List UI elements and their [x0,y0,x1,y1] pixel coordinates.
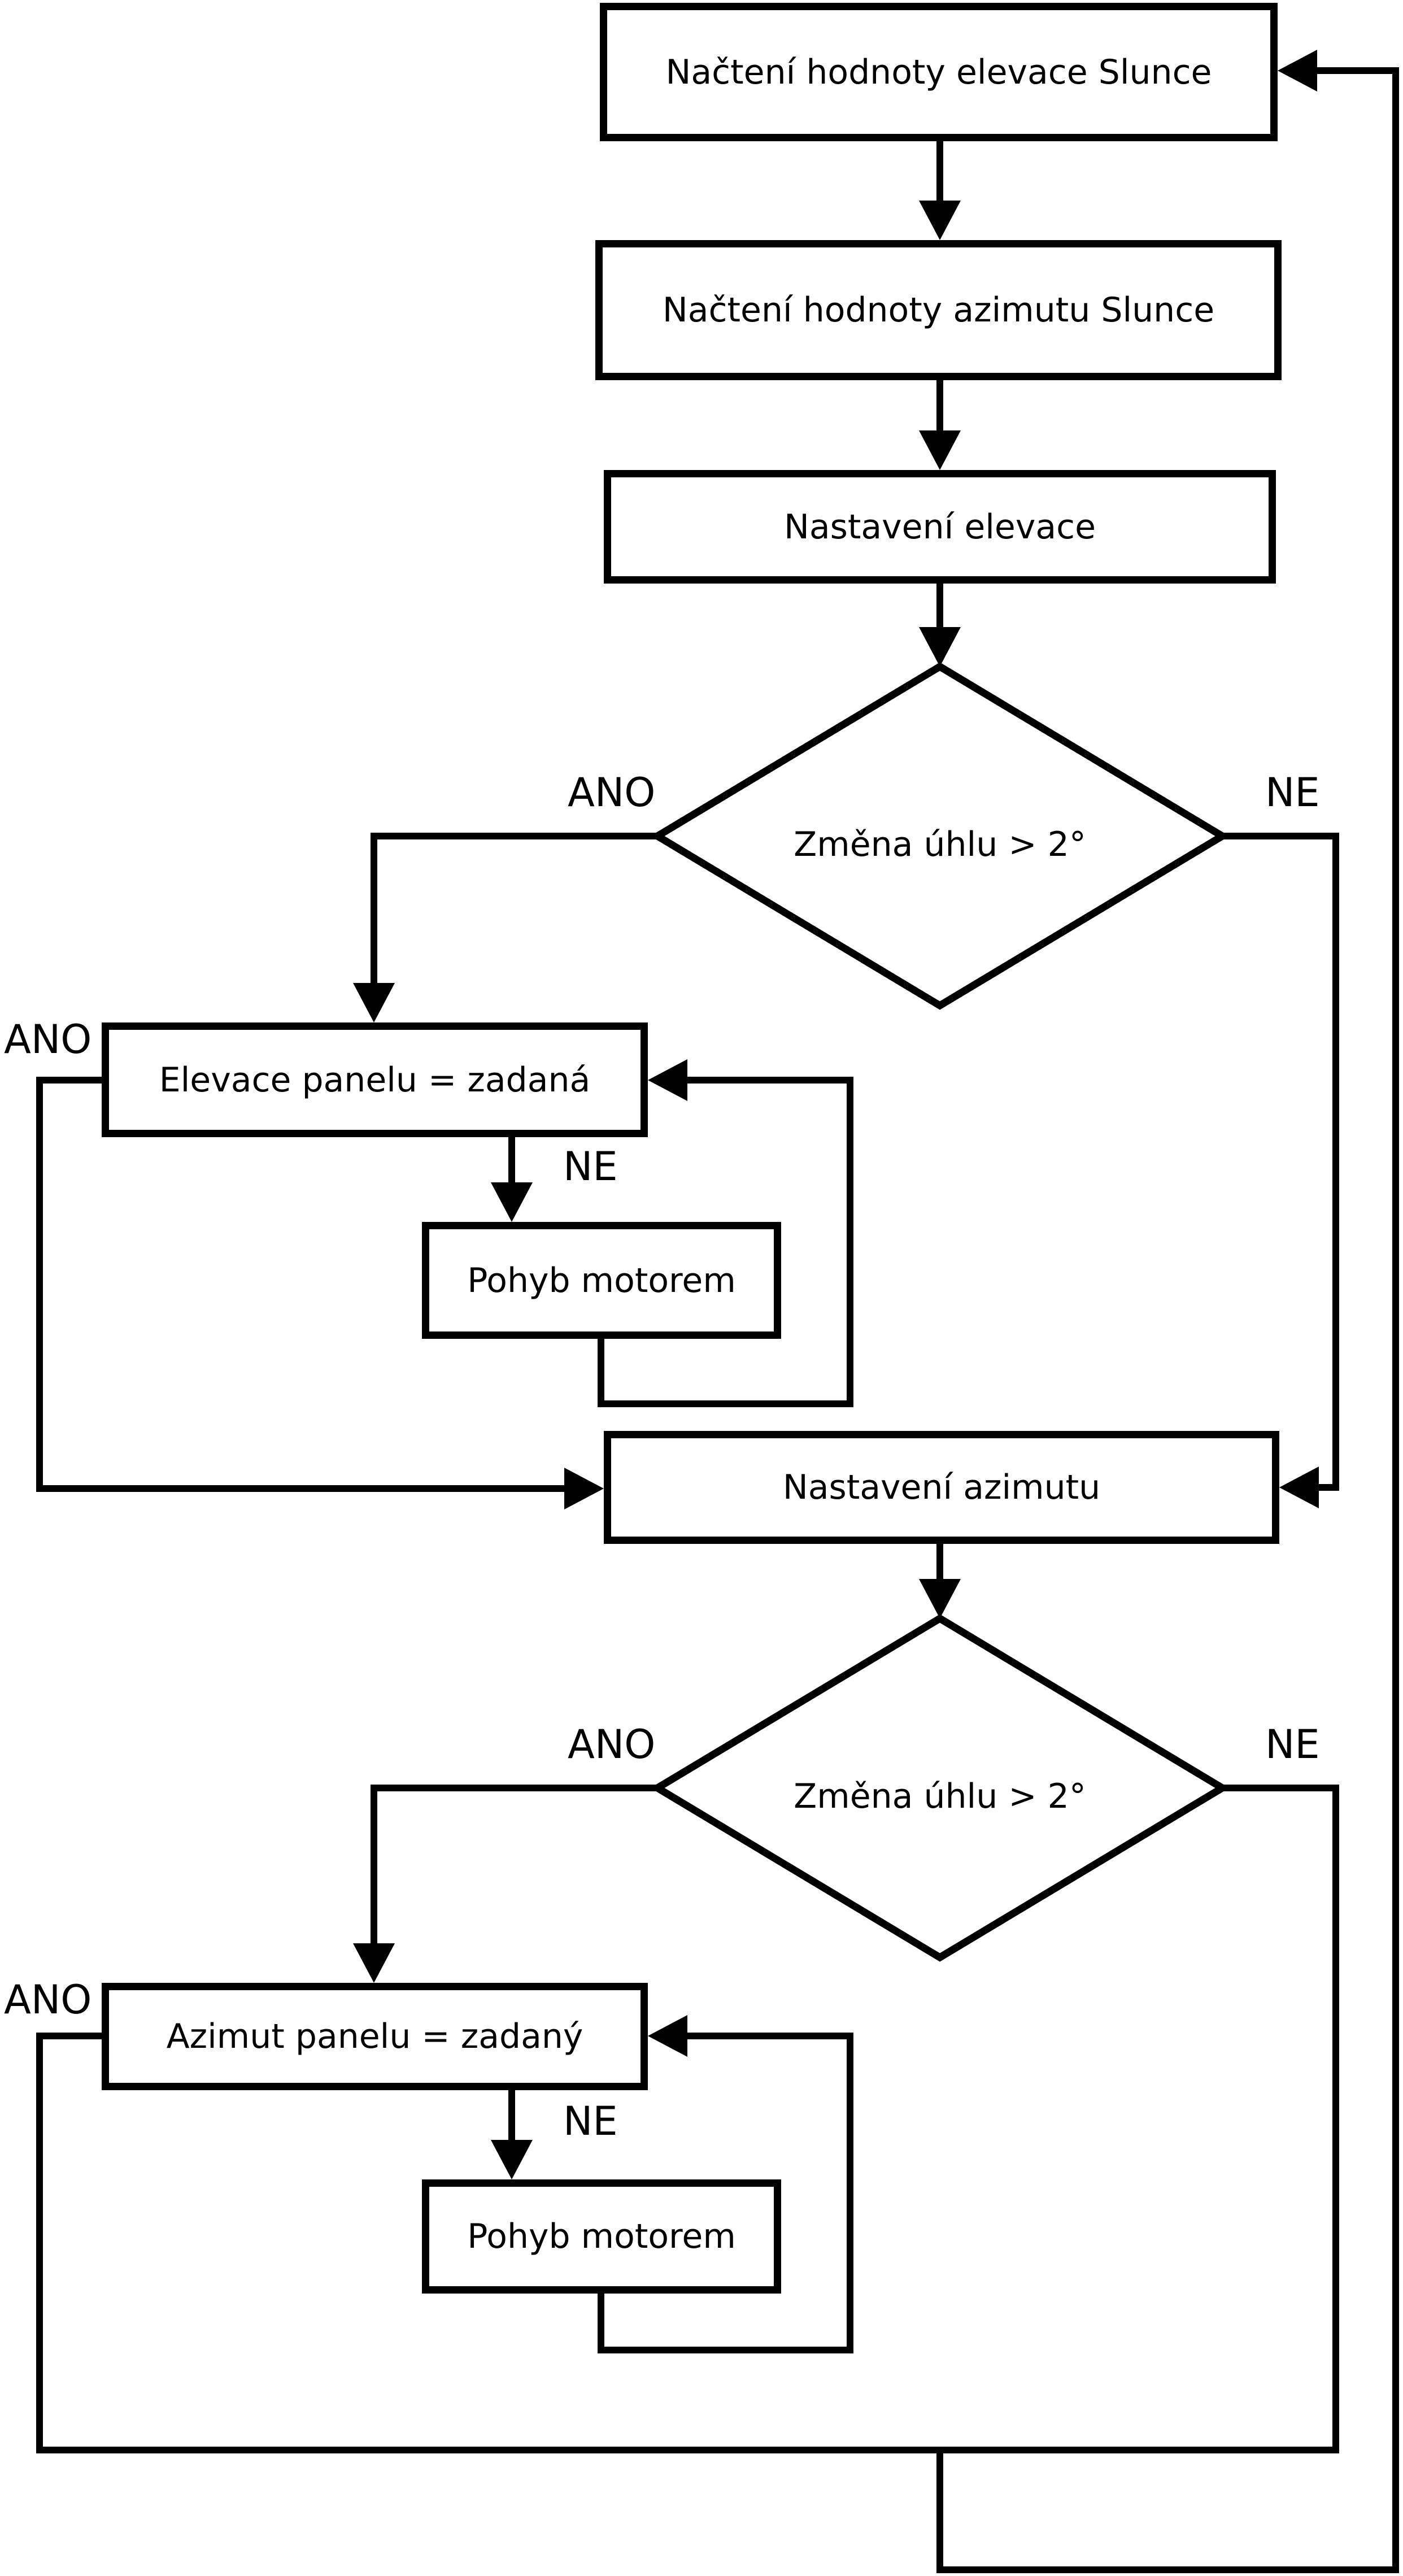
arrowhead-down-into-azimuth-check [919,1579,961,1618]
arrowhead-right-into-set-azimuth-left [564,1468,604,1509]
diamond-azimuth-check-label: Změna úhlu > 2° [794,1777,1086,1816]
arrowhead-down-into-elevation-motor [491,1182,533,1222]
diamond-shape [650,662,1230,1010]
connector-azimuth-panel-no-down [508,2090,515,2140]
connector-elevation-panel-yes-bus [36,1485,568,1492]
connector-elevation-check-yes-vertical [371,833,377,986]
connector-elevation-panel-yes-vertical [36,1077,43,1492]
connector-azimuth-check-no-horizontal [1219,1785,1339,1791]
connector-azimuth-motor-loop-down [598,2294,604,2353]
arrowhead-down-into-elevation-check [919,627,961,667]
connector-azimuth-check-yes-horizontal [371,1785,661,1791]
connector-elevation-motor-loop-up [847,1077,853,1407]
arrowhead-left-into-set-azimuth-right [1279,1467,1319,1508]
connector-bottom-drop [936,2453,943,2570]
connector-azimuth-check-yes-vertical [371,1785,377,1943]
connector-bottom-bus [36,2447,1339,2453]
connector-elevation-motor-loop-bottom [598,1400,853,1407]
branch-label-ano-azimuth-panel: ANO [4,1977,92,2023]
connector-elevation-panel-no-down [508,1137,515,1188]
connector-azimuth-panel-yes-vertical [36,2033,43,2453]
flowchart-box-load-elevation: Načtení hodnoty elevace Slunce [600,3,1278,141]
connector-azimuth-check-no-vertical [1332,1785,1339,2453]
connector-elevation-motor-loop-down [598,1339,604,1407]
branch-label-ano-elevation-check: ANO [568,769,656,816]
branch-label-ne-elevation-panel: NE [563,1143,618,1190]
branch-label-ne-elevation-check: NE [1265,769,1320,816]
connector-azimuth-motor-loop-top [687,2033,853,2039]
connector-elevation-check-no-horizontal [1219,833,1339,839]
flowchart-box-set-azimuth: Nastavení azimutu [604,1431,1279,1544]
arrowhead-left-into-load-elevation-right [1278,50,1317,92]
connector-elevation-check-no-vertical [1332,833,1339,1491]
arrowhead-down-into-set-elevation [919,430,961,470]
diamond-shape [650,1614,1230,1962]
connector-load-elevation-to-load-azimuth [936,141,943,209]
connector-outer-return-vertical [1392,67,1399,2573]
connector-bottom-return-horizontal [936,2566,1399,2573]
diamond-elevation-check-label: Změna úhlu > 2° [794,825,1086,864]
branch-label-ano-elevation-panel: ANO [4,1016,92,1063]
arrowhead-left-into-elevation-panel-right [648,1059,687,1101]
branch-label-ano-azimuth-check: ANO [568,1721,656,1768]
flowchart-box-elevation-panel-equals: Elevace panelu = zadaná [102,1022,648,1137]
branch-label-ne-azimuth-panel: NE [563,2098,618,2144]
connector-elevation-check-yes-horizontal [371,833,661,839]
flowchart-box-elevation-motor-move: Pohyb motorem [422,1222,781,1339]
connector-elevation-motor-loop-top [687,1077,853,1084]
arrowhead-left-into-azimuth-panel-right [648,2015,687,2057]
connector-azimuth-motor-loop-up [847,2033,853,2353]
connector-set-elevation-to-elevation-check [936,584,943,630]
branch-label-ne-azimuth-check: NE [1265,1721,1320,1768]
flowchart-box-azimuth-panel-equals: Azimut panelu = zadaný [102,1983,648,2090]
flowchart-diamond-azimuth-change-check: Změna úhlu > 2° [646,1607,1234,1969]
arrowhead-down-into-load-azimuth [919,201,961,240]
connector-elevation-check-no-stub [1316,1484,1339,1491]
flowchart-box-azimuth-motor-move: Pohyb motorem [422,2179,781,2294]
connector-set-azimuth-to-azimuth-check [936,1544,943,1585]
arrowhead-down-into-elevation-panel-equals [353,983,395,1022]
connector-azimuth-panel-yes-out [36,2033,105,2039]
arrowhead-down-into-azimuth-motor [491,2140,533,2179]
arrowhead-down-into-azimuth-panel-equals [353,1943,395,1983]
flowchart-diamond-elevation-change-check: Změna úhlu > 2° [646,655,1234,1017]
connector-load-azimuth-to-set-elevation [936,380,943,440]
connector-elevation-panel-yes-out [36,1077,105,1084]
connector-outer-return-top [1317,67,1396,74]
flowchart-box-set-elevation: Nastavení elevace [604,470,1276,584]
connector-azimuth-motor-loop-bottom [598,2347,853,2353]
flowchart-box-load-azimuth: Načtení hodnoty azimutu Slunce [595,240,1282,380]
